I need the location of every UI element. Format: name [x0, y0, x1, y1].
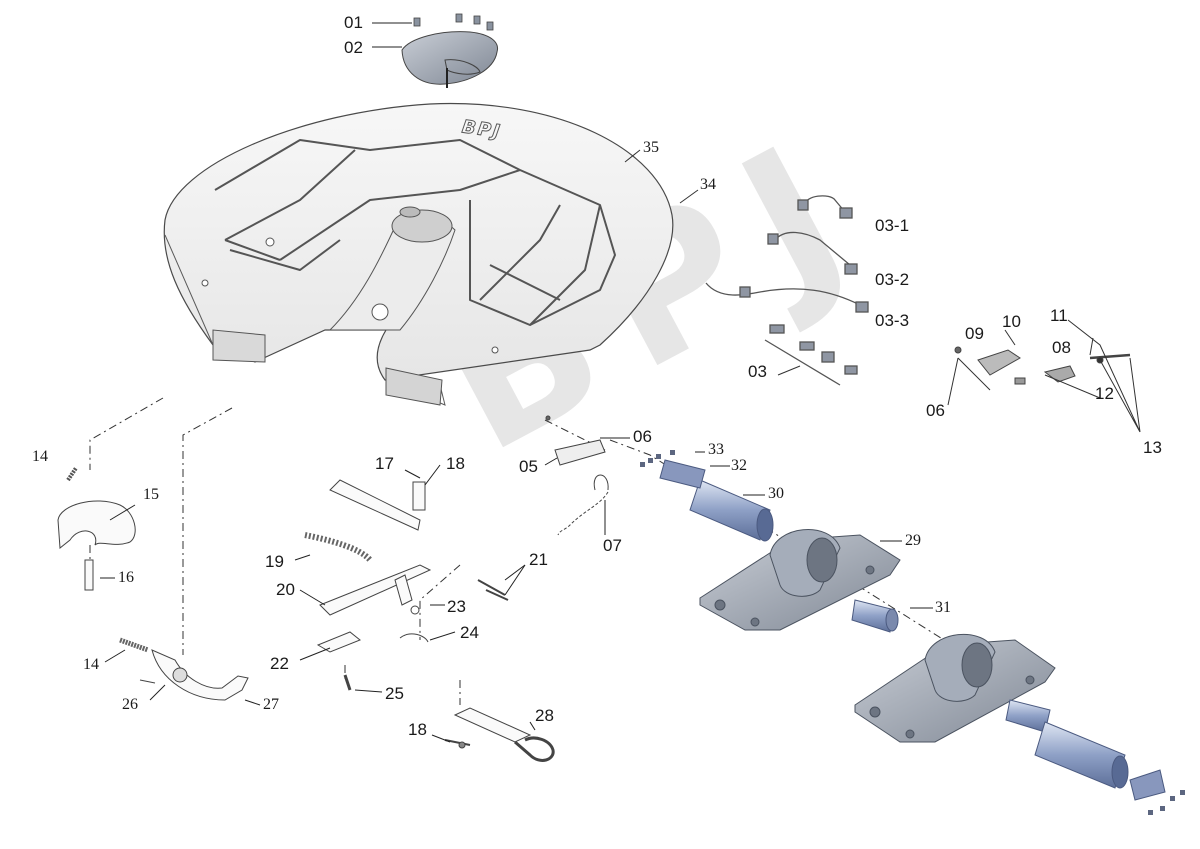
mounting-ring-part [401, 13, 499, 88]
part-label-03-2: 03-2 [875, 270, 910, 289]
lock-jaw-part [57, 466, 136, 591]
part-label-12: 12 [1095, 384, 1114, 403]
part-label-07: 07 [603, 536, 622, 555]
part-label-10: 10 [1002, 312, 1021, 331]
part-label-03-1: 03-1 [875, 216, 910, 235]
part-label-15: 15 [143, 486, 159, 503]
part-label-03-3: 03-3 [875, 311, 910, 330]
sensor-mount-plate [545, 415, 609, 536]
part-label-16: 16 [118, 569, 134, 586]
mounting-bracket-lower [854, 633, 1056, 743]
part-label-31: 31 [935, 599, 951, 616]
part-label-13: 13 [1143, 438, 1162, 457]
part-label-05: 05 [519, 457, 538, 476]
part-label-32: 32 [731, 457, 747, 474]
part-label-35: 35 [643, 139, 659, 156]
part-label-18-bottom: 18 [408, 720, 427, 739]
release-lever-assembly [304, 479, 509, 691]
part-label-14-top: 14 [32, 448, 48, 465]
part-label-30: 30 [768, 485, 784, 502]
part-label-08: 08 [1052, 338, 1071, 357]
part-label-17: 17 [375, 454, 394, 473]
part-label-24: 24 [460, 623, 479, 642]
part-label-28: 28 [535, 706, 554, 725]
part-label-06-right: 06 [926, 401, 945, 420]
part-label-22: 22 [270, 654, 289, 673]
part-label-18-top: 18 [446, 454, 465, 473]
part-label-09: 09 [965, 324, 984, 343]
part-label-19: 19 [265, 552, 284, 571]
pivot-pins [659, 459, 1166, 801]
part-label-33: 33 [708, 441, 724, 458]
part-label-06-center: 06 [633, 427, 652, 446]
part-label-14-bottom: 14 [83, 656, 99, 673]
part-label-23: 23 [447, 597, 466, 616]
part-label-11: 11 [1050, 306, 1068, 325]
part-label-27: 27 [263, 696, 279, 713]
handle-arm-part [119, 637, 249, 701]
pull-handle-part [444, 707, 555, 762]
sensor-cables [705, 195, 869, 386]
part-label-21: 21 [529, 550, 548, 569]
part-label-29: 29 [905, 532, 921, 549]
part-label-02: 02 [344, 38, 363, 57]
part-label-25: 25 [385, 684, 404, 703]
part-label-26: 26 [122, 696, 138, 713]
part-label-20: 20 [276, 580, 295, 599]
part-label-03: 03 [748, 362, 767, 381]
mounting-bracket-upper [699, 529, 901, 631]
part-label-01: 01 [344, 13, 363, 32]
fifth-wheel-top-plate [163, 102, 674, 406]
part-label-34: 34 [700, 176, 716, 193]
